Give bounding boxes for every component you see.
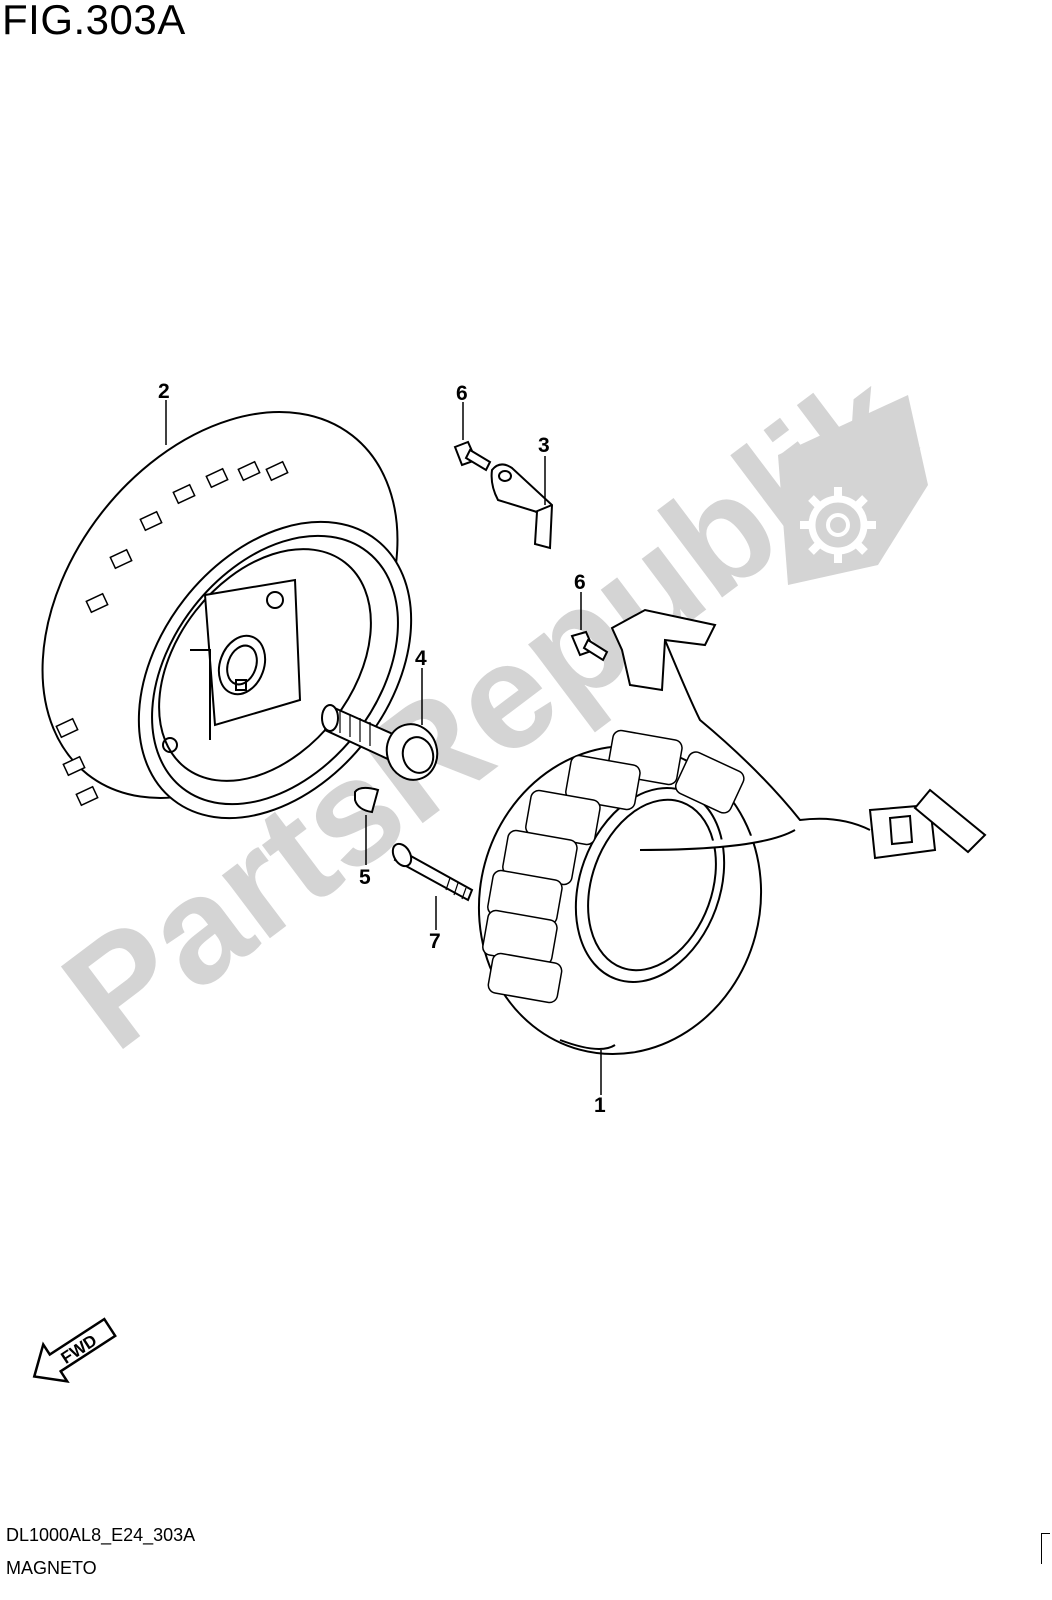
callouts — [165, 400, 602, 1095]
connector — [868, 788, 987, 860]
callout-3: 3 — [538, 434, 550, 457]
callout-2: 2 — [158, 380, 170, 403]
model-code: DL1000AL8_E24_303A — [6, 1525, 196, 1545]
callout-7: 7 — [429, 930, 441, 953]
callout-5: 5 — [359, 866, 371, 889]
screw-lower — [570, 630, 609, 662]
stator-coil — [477, 729, 763, 1056]
callout-1: 1 — [594, 1094, 606, 1117]
gear-icon — [778, 395, 928, 585]
woodruff-key — [354, 786, 380, 814]
figure-title: FIG.303A — [2, 0, 186, 43]
page-edge-mark — [1041, 1533, 1050, 1564]
screw-upper — [453, 440, 492, 472]
callout-6a: 6 — [456, 382, 468, 405]
callout-4: 4 — [415, 647, 427, 670]
bracket — [490, 463, 554, 550]
pickup-sensor — [610, 608, 871, 851]
rotor-bolt — [321, 704, 439, 781]
section-name: MAGNETO — [6, 1558, 97, 1578]
fwd-arrow-icon: FWD — [32, 1317, 117, 1383]
stator-screw — [391, 842, 474, 902]
callout-6b: 6 — [574, 571, 586, 594]
rotor-flywheel — [41, 411, 413, 820]
